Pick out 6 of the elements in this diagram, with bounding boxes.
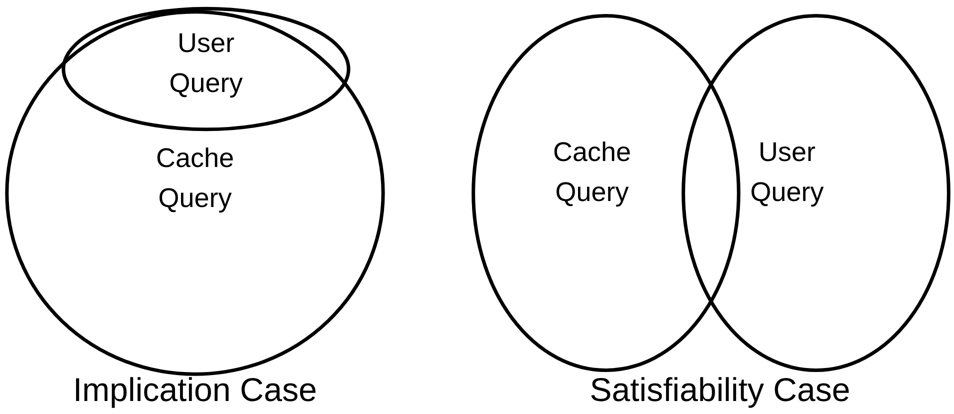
caption: Implication Case (73, 371, 317, 408)
node-label: Cache Query (552, 137, 632, 207)
caption: Satisfiability Case (590, 371, 850, 408)
node-label: User Query (750, 137, 824, 207)
node-label: User Query (169, 28, 243, 98)
node-label: Cache Query (156, 143, 234, 213)
